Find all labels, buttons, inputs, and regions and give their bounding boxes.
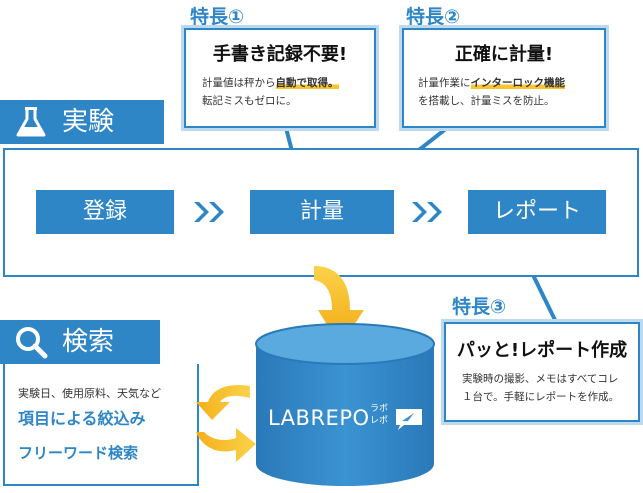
database-sub-top: ラボ [370,404,389,414]
search-label: 検索 [62,327,115,357]
feature1-title: 手書き記録不要! [212,44,348,65]
feature3-line2: １台で。手軽にレポートを作成。 [462,391,620,403]
feature3-text: 実験時の撮影、メモはすべてコレ １台で。手軽にレポートを作成。 [462,370,638,406]
feature1-text: 計量値は秤から自動で取得。 転記ミスもゼロに。 [202,74,374,110]
database-name: LABREPO [268,406,370,430]
feature1-card: 手書き記録不要! 計量値は秤から自動で取得。 転記ミスもゼロに。 [184,28,376,128]
feature3-tag: 特長③ [452,296,507,318]
search-criteria: 実験日、使用原料、天気など [18,387,161,400]
feature2-title: 正確に計量! [454,44,554,65]
database-sub-bottom: レポ [370,416,389,426]
feature1-highlight: 自動で取得。 [275,77,339,89]
step-register: 登録 [36,190,174,234]
feature2-highlight: インターロック機能 [470,77,565,89]
step-weigh: 計量 [250,190,394,234]
search-frame [3,364,199,486]
feature3-line1: 実験時の撮影、メモはすべてコレ [462,373,619,385]
magnifier-icon [16,327,48,359]
feature2-tag: 特長② [406,6,461,28]
flask-icon [16,107,46,137]
search-tab: 検索 [0,320,160,364]
search-freeword: フリーワード検索 [18,444,139,462]
chat-bubble-icon [396,409,422,430]
feature1-line2: 転記ミスもゼロに。 [202,95,297,107]
search-filter: 項目による絞込み [18,409,146,428]
feature2-text: 計量作業にインターロック機能 を搭載し、計量ミスを防止。 [418,74,604,110]
feature3-card: パッと!レポート作成 実験時の撮影、メモはすべてコレ １台で。手軽にレポートを作… [444,322,640,422]
feature1-tag: 特長① [190,6,245,28]
feature2-card: 正確に計量! 計量作業にインターロック機能 を搭載し、計量ミスを防止。 [402,28,606,128]
feature2-line1: 計量作業に [418,77,471,89]
database-cylinder [255,323,435,486]
feature1-line1: 計量値は秤から [202,77,276,89]
experiment-tab: 実験 [0,100,164,144]
chevron-right-icon [412,202,442,222]
experiment-label: 実験 [62,107,115,137]
feature3-title: パッと!レポート作成 [456,340,628,361]
feature2-line2: を搭載し、計量ミスを防止。 [418,95,555,107]
sync-arrows-icon [196,384,256,462]
step-report: レポート [468,190,606,234]
chevron-right-icon [194,202,224,222]
